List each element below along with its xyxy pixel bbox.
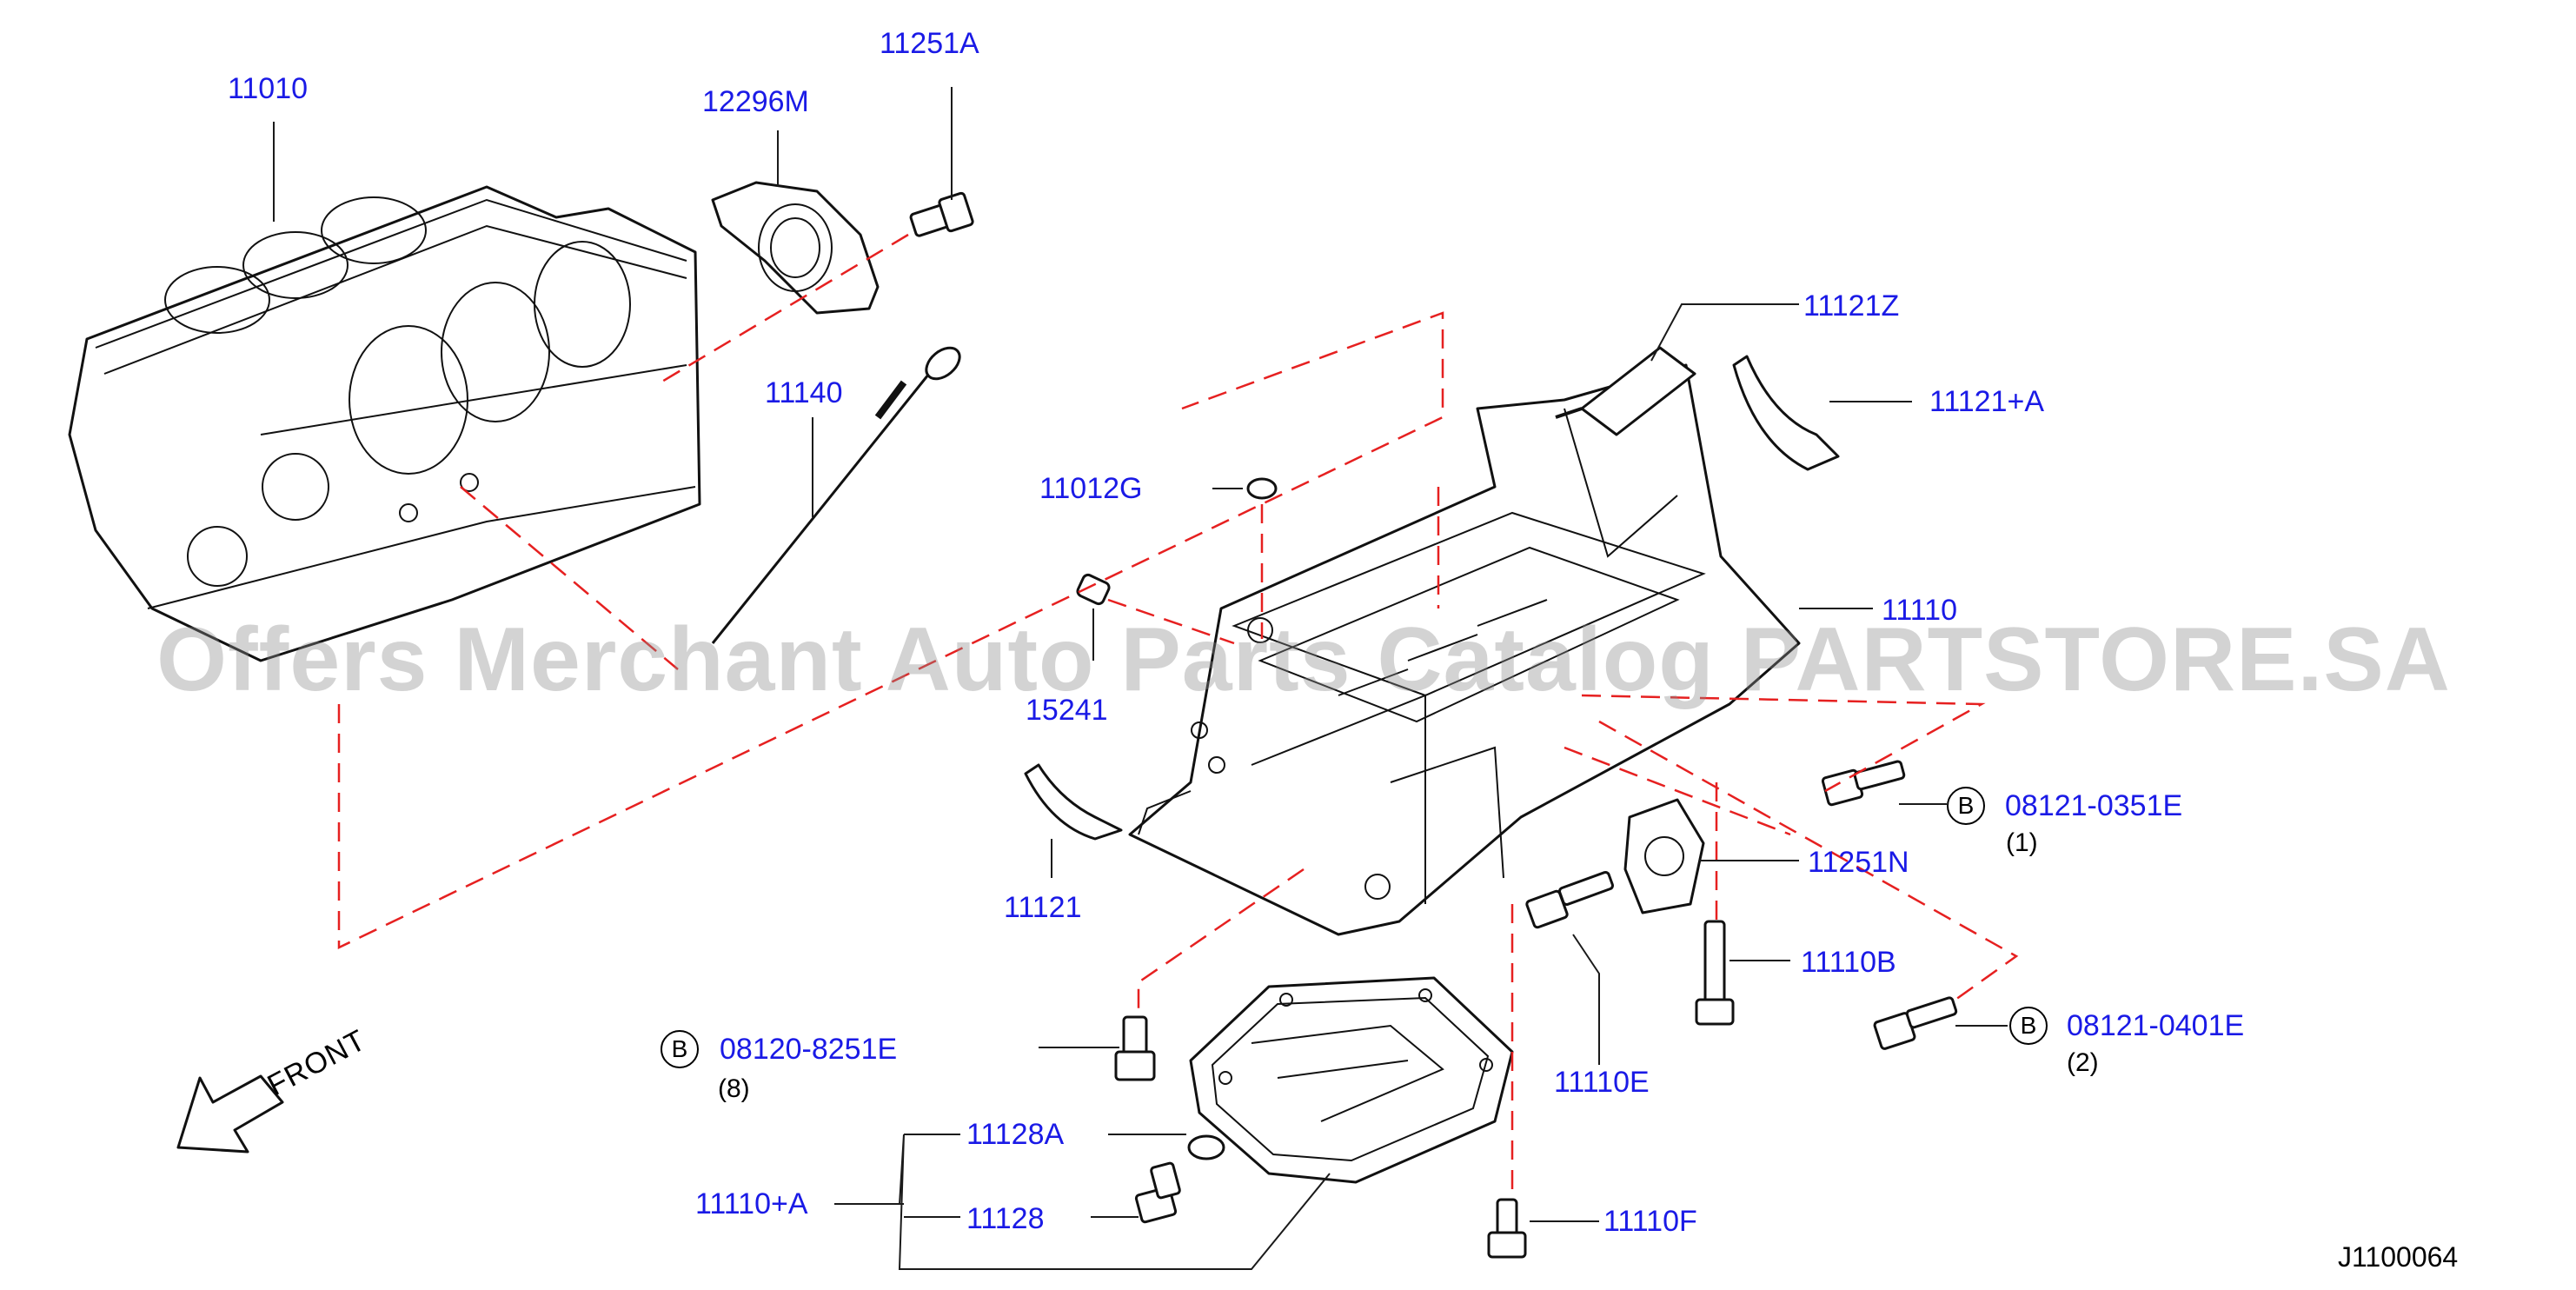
washer-11128a-drawing	[1187, 1134, 1225, 1160]
bolt-11251a-drawing	[909, 191, 974, 237]
part-link-08121-0401e[interactable]: 08121-0401E	[2067, 1009, 2245, 1042]
part-link-11012g[interactable]: 11012G	[1039, 472, 1143, 505]
part-link-08121-0351e[interactable]: 08121-0351E	[2005, 789, 2183, 822]
dowel-15241-drawing	[1076, 573, 1111, 606]
seal-retainer-drawing	[711, 181, 880, 315]
upper-oil-pan-drawing	[1128, 363, 1801, 936]
gasket-11251n-drawing	[1623, 798, 1705, 914]
part-link-12296m[interactable]: 12296M	[702, 85, 809, 118]
part-link-11110f[interactable]: 11110F	[1603, 1205, 1697, 1238]
cylinder-block-drawing	[68, 185, 701, 662]
plug-11012g-drawing	[1246, 477, 1278, 500]
bolt-08121-0351e-drawing	[1821, 760, 1906, 807]
part-link-11121[interactable]: 11121	[1004, 891, 1082, 924]
baffle-front-drawing	[1024, 763, 1123, 841]
dipstick-drawing	[711, 346, 961, 644]
bolt-11110e-drawing	[1525, 870, 1614, 929]
callout-b-1: B	[1947, 787, 1985, 825]
callout-b-8: B	[661, 1030, 699, 1068]
part-link-11140[interactable]: 11140	[765, 376, 843, 409]
front-arrow-icon	[176, 1074, 284, 1154]
bolt-11110f-drawing	[1487, 1198, 1527, 1259]
part-link-11121-a[interactable]: 11121+A	[1929, 385, 2045, 418]
part-link-08120-8251e[interactable]: 08120-8251E	[720, 1033, 898, 1066]
baffle-rear-drawing	[1732, 355, 1840, 471]
part-link-11110[interactable]: 11110	[1882, 594, 1957, 627]
drain-plug-11128-drawing	[1134, 1161, 1181, 1224]
quantity-1: (1)	[2006, 828, 2038, 857]
bolt-08120-8251e-drawing	[1114, 1015, 1156, 1081]
part-link-11110-a[interactable]: 11110+A	[695, 1187, 808, 1220]
assembly-lines	[337, 233, 2019, 1200]
part-link-11128a[interactable]: 11128A	[966, 1118, 1065, 1151]
quantity-2: (2)	[2067, 1048, 2099, 1077]
sealant-tube-drawing	[1555, 346, 1696, 436]
bolt-08121-0401e-drawing	[1873, 996, 1958, 1050]
part-link-11110b[interactable]: 11110B	[1801, 946, 1896, 979]
part-link-15241[interactable]: 15241	[1026, 694, 1108, 727]
quantity-8: (8)	[718, 1074, 750, 1103]
part-link-11010[interactable]: 11010	[228, 72, 309, 105]
leader-lines	[273, 87, 2008, 1270]
part-link-11121z[interactable]: 11121Z	[1803, 289, 1900, 322]
part-link-11251a[interactable]: 11251A	[880, 27, 979, 60]
part-link-11251n[interactable]: 11251N	[1808, 846, 1909, 879]
part-link-11128[interactable]: 11128	[966, 1202, 1045, 1235]
lower-oil-pan-drawing	[1189, 976, 1514, 1184]
bolt-11110b-drawing	[1695, 920, 1735, 1026]
callout-b-2: B	[2009, 1007, 2048, 1045]
diagram-code: J1100064	[2338, 1241, 2459, 1273]
part-link-11110e[interactable]: 11110E	[1554, 1066, 1650, 1099]
